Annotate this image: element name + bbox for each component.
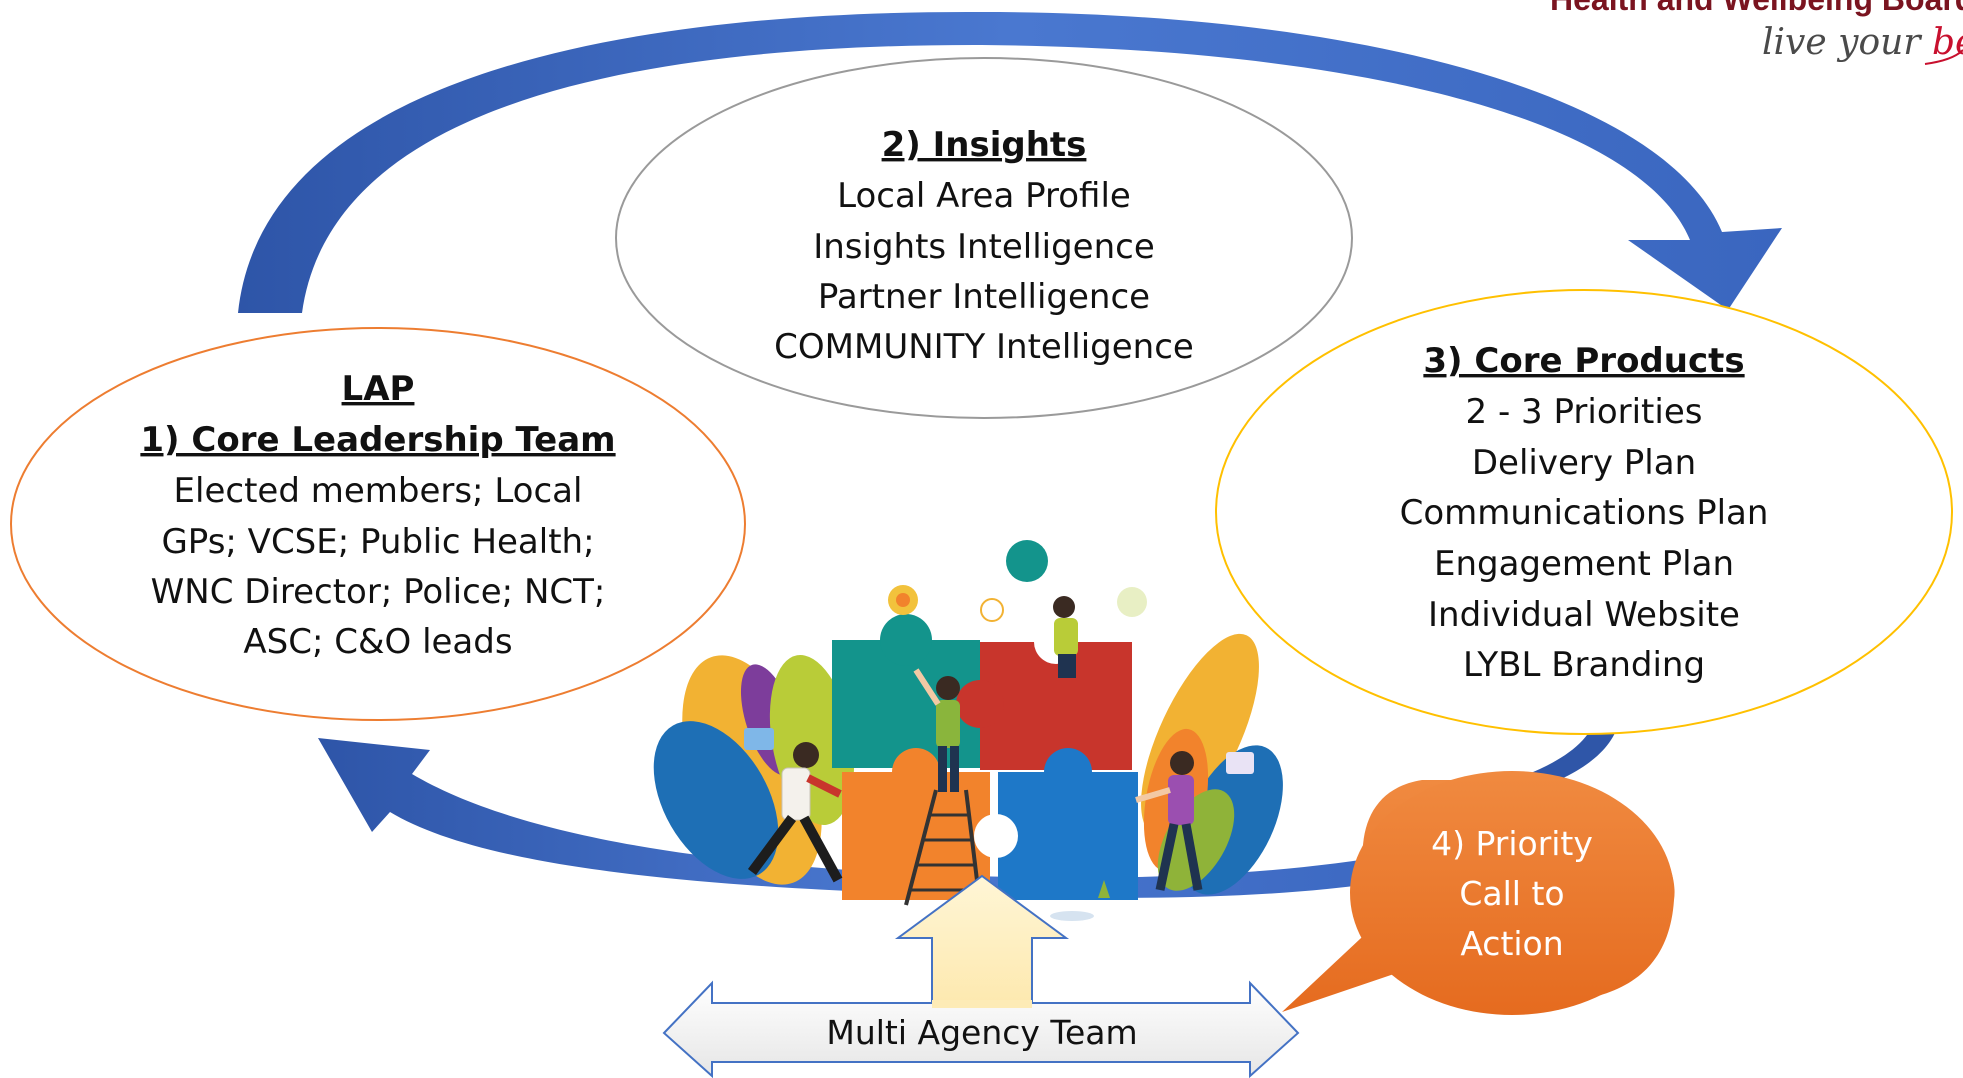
insights-title: 2) Insights [882,125,1087,165]
leadership-title: 1) Core Leadership Team [140,420,615,460]
brand-tagline-prefix: live your [1762,22,1932,63]
insights-line: Insights Intelligence [813,227,1155,267]
team-label: Multi Agency Team [826,1013,1137,1052]
products-line: 2 - 3 Priorities [1466,392,1703,432]
leadership-line: WNC Director; Police; NCT; [151,572,606,612]
leadership-line: Elected members; Local [174,471,583,511]
products-line: Individual Website [1428,595,1740,635]
products-node: 3) Core Products 2 - 3 Priorities Delive… [1215,289,1953,735]
cycle-arrow-bottom [318,738,1480,898]
insights-line: Partner Intelligence [818,277,1150,317]
products-line: Delivery Plan [1472,443,1696,483]
callout-line: Call to [1459,874,1564,913]
products-line: Engagement Plan [1434,544,1734,584]
brand-tagline-highlight: bes [1932,22,1963,63]
call-to-action-callout: 4) Priority Call to Action [1282,771,1675,1015]
leadership-ellipse [10,327,746,721]
team-double-arrow: Multi Agency Team [662,980,1300,1078]
puzzle-team-illustration [653,540,1283,921]
callout-line: 4) Priority [1431,824,1593,863]
products-ellipse [1215,289,1953,735]
leadership-line: GPs; VCSE; Public Health; [161,522,594,562]
brand-logo: Health and Wellbeing Board live your bes [1550,0,1963,65]
products-line: Communications Plan [1400,493,1769,533]
leadership-line: ASC; C&O leads [243,622,512,662]
leadership-title-top: LAP [342,369,415,409]
callout-line: Action [1460,924,1563,963]
insights-node: 2) Insights Local Area Profile Insights … [615,57,1353,419]
brand-board-name: Health and Wellbeing Board [1550,0,1963,17]
brand-tagline: live your bes [1762,22,1963,63]
insights-ellipse [615,57,1353,419]
insights-line: COMMUNITY Intelligence [774,327,1194,367]
insights-line: Local Area Profile [837,176,1131,216]
products-title: 3) Core Products [1423,341,1744,381]
leadership-node: LAP 1) Core Leadership Team Elected memb… [10,327,746,721]
products-line: LYBL Branding [1463,645,1705,685]
